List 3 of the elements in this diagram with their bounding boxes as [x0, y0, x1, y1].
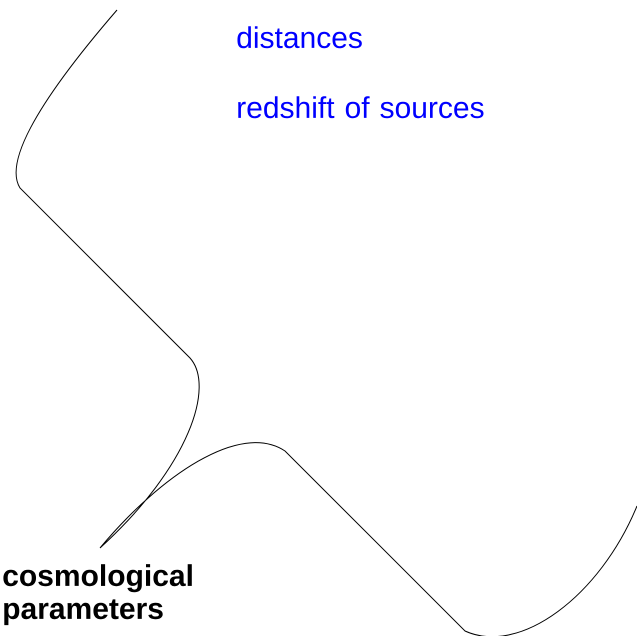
- bracket-label: cosmological parameters: [3, 564, 192, 626]
- item-label: redshift of sources: [238, 96, 484, 118]
- item-label: distances: [237, 26, 362, 48]
